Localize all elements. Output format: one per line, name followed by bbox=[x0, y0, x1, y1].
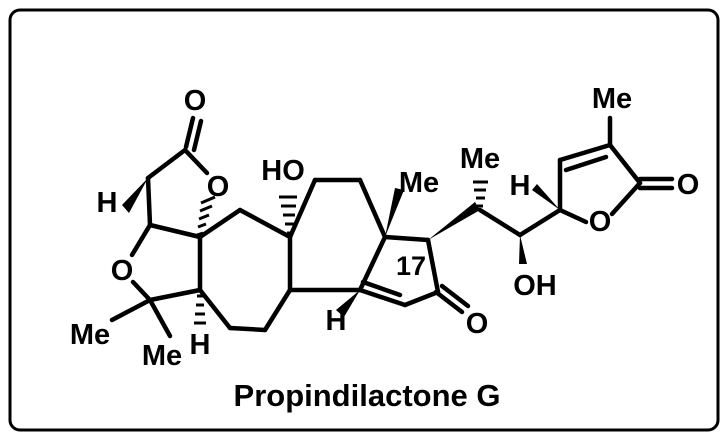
figure-frame bbox=[8, 8, 720, 432]
lactone-oxygen-label: O bbox=[207, 171, 230, 203]
methyl-label-gem-2: Me bbox=[142, 340, 182, 372]
hydrogen-label-bottom: H bbox=[190, 329, 211, 361]
methyl-label-butenolide: Me bbox=[592, 83, 632, 115]
methyl-label-gem-1: Me bbox=[70, 319, 110, 351]
enone-oxygen-label: O bbox=[466, 308, 489, 340]
hydrogen-label-left: H bbox=[97, 187, 118, 219]
carbon-17-locant: 17 bbox=[396, 251, 426, 281]
hydrogen-label-center: H bbox=[326, 305, 347, 337]
butenolide-oxygen-label: O bbox=[589, 206, 612, 238]
hashed-bonds bbox=[194, 180, 488, 325]
methyl-label-side-chain: Me bbox=[460, 143, 500, 175]
bond-skeleton bbox=[109, 115, 675, 339]
butenolide-carbonyl-oxygen-label: O bbox=[677, 169, 700, 201]
wedge-bonds bbox=[122, 178, 560, 317]
thf-oxygen-label: O bbox=[111, 255, 134, 287]
methyl-label-quaternary: Me bbox=[399, 167, 439, 199]
hydroxyl-label-oh: OH bbox=[513, 270, 557, 302]
hydroxyl-label-ho: HO bbox=[261, 155, 305, 187]
hydrogen-label-butenolide: H bbox=[510, 170, 531, 202]
compound-name-caption: Propindilactone G bbox=[234, 378, 501, 413]
carbonyl-oxygen-label: O bbox=[184, 85, 207, 117]
